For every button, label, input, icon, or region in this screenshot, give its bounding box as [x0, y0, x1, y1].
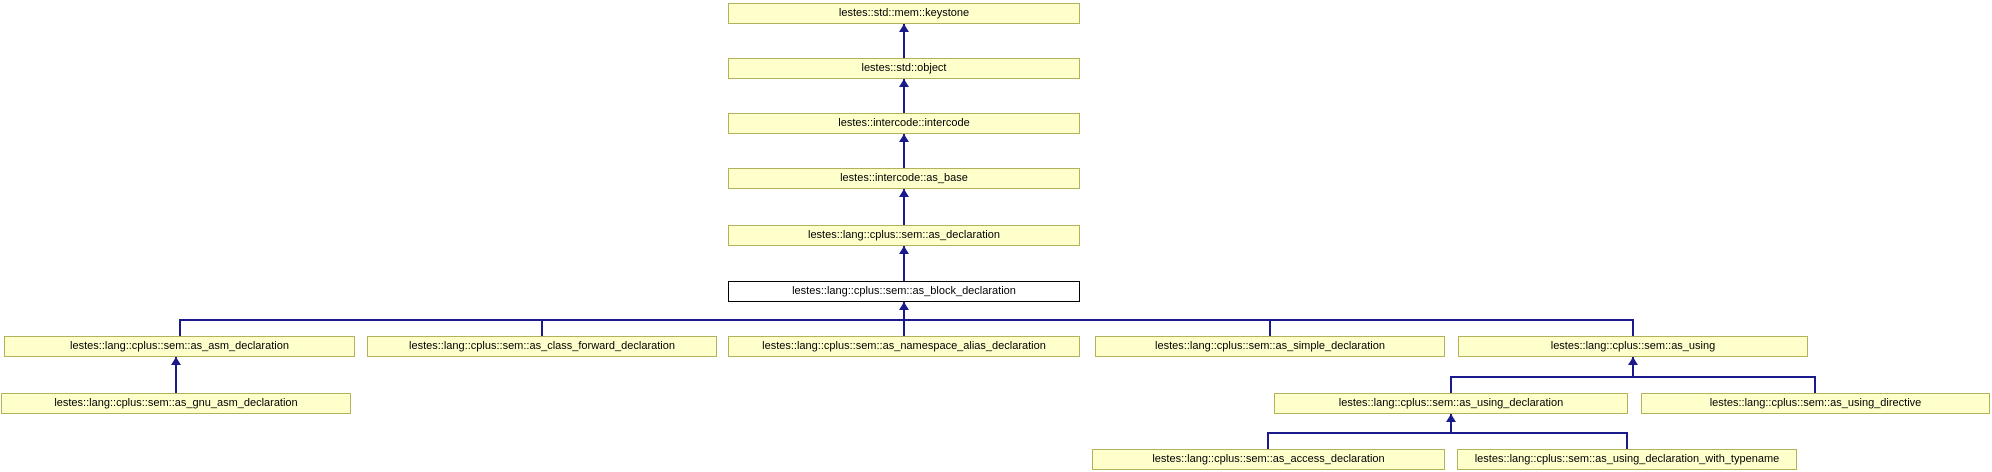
class-node-object[interactable]: lestes::std::object [728, 58, 1080, 79]
class-node-as-access-declaration[interactable]: lestes::lang::cplus::sem::as_access_decl… [1092, 449, 1445, 470]
inheritance-bus [1267, 432, 1628, 434]
arrow-up-icon [899, 79, 909, 87]
arrow-up-icon [1628, 357, 1638, 365]
class-node-as-asm-declaration[interactable]: lestes::lang::cplus::sem::as_asm_declara… [4, 336, 355, 357]
inheritance-edge [1269, 319, 1271, 336]
inheritance-edge [1267, 432, 1269, 449]
inheritance-edge [903, 246, 905, 281]
inheritance-edge [903, 24, 905, 58]
inheritance-edge [1450, 376, 1452, 393]
inheritance-edge [1814, 376, 1816, 393]
class-node-as-declaration[interactable]: lestes::lang::cplus::sem::as_declaration [728, 225, 1080, 246]
arrow-up-icon [1446, 414, 1456, 422]
arrow-up-icon [899, 302, 909, 310]
inheritance-edge [1632, 357, 1634, 377]
inheritance-edge [1450, 414, 1452, 433]
arrow-up-icon [899, 134, 909, 142]
inheritance-edge [903, 79, 905, 113]
class-node-as-simple-declaration[interactable]: lestes::lang::cplus::sem::as_simple_decl… [1095, 336, 1445, 357]
class-node-as-class-forward-declaration[interactable]: lestes::lang::cplus::sem::as_class_forwa… [367, 336, 717, 357]
inheritance-edge [903, 134, 905, 168]
class-node-as-base[interactable]: lestes::intercode::as_base [728, 168, 1080, 189]
arrow-up-icon [899, 246, 909, 254]
arrow-up-icon [171, 357, 181, 365]
arrow-up-icon [899, 24, 909, 32]
class-node-as-using[interactable]: lestes::lang::cplus::sem::as_using [1458, 336, 1808, 357]
inheritance-bus [179, 319, 1634, 321]
class-node-intercode[interactable]: lestes::intercode::intercode [728, 113, 1080, 134]
inheritance-edge [903, 189, 905, 225]
inheritance-edge [179, 319, 181, 336]
inheritance-edge [1632, 319, 1634, 336]
arrow-up-icon [899, 189, 909, 197]
inheritance-bus [1450, 376, 1816, 378]
class-node-as-gnu-asm-declaration[interactable]: lestes::lang::cplus::sem::as_gnu_asm_dec… [1, 393, 351, 414]
inheritance-edge [175, 357, 177, 393]
class-node-as-namespace-alias-declaration[interactable]: lestes::lang::cplus::sem::as_namespace_a… [728, 336, 1080, 357]
class-node-as-using-declaration[interactable]: lestes::lang::cplus::sem::as_using_decla… [1274, 393, 1628, 414]
inheritance-edge [1626, 432, 1628, 449]
class-node-keystone[interactable]: lestes::std::mem::keystone [728, 3, 1080, 24]
class-node-as-using-directive[interactable]: lestes::lang::cplus::sem::as_using_direc… [1641, 393, 1990, 414]
class-node-as-block-declaration-current: lestes::lang::cplus::sem::as_block_decla… [728, 281, 1080, 302]
inheritance-edge [541, 319, 543, 336]
class-node-as-using-declaration-with-typename[interactable]: lestes::lang::cplus::sem::as_using_decla… [1457, 449, 1797, 470]
